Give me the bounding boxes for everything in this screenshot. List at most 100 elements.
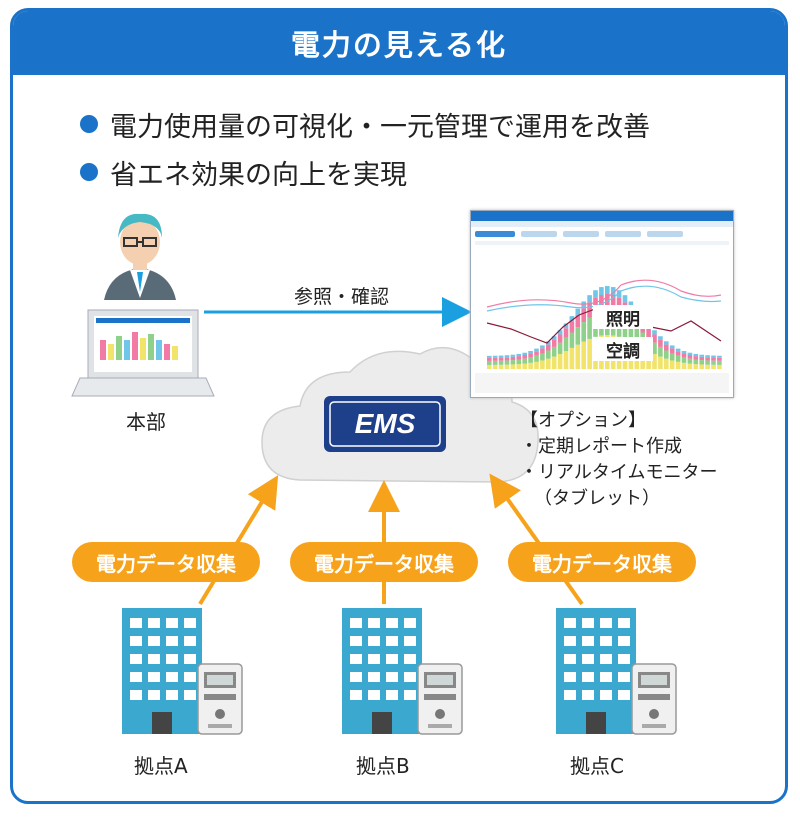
dashboard-graphic [471,211,733,393]
thumbnail-bar [669,353,675,361]
thumbnail-bar [575,308,581,315]
option-item: （タブレット） [534,488,660,509]
thumbnail-bar [634,327,640,345]
thumbnail-bar [699,360,704,365]
bullet-dot-icon [80,115,98,133]
thumbnail-bar [717,364,722,369]
dashboard-screenshot: 照明 空調 [470,210,734,398]
thumbnail-bar [498,364,504,369]
thumbnail-bar [664,358,669,369]
thumbnail-bar [687,352,693,356]
thumbnail-bar [540,348,545,354]
thumbnail-bar [510,354,516,357]
thumbnail-bar [699,364,704,369]
thumbnail-bar [575,327,581,345]
thumbnail-bar [669,345,675,349]
bullet-dot-icon [80,163,98,181]
thumbnail-bar [528,357,533,363]
thumbnail-bar [711,357,716,361]
thumbnail-bar [699,356,704,361]
thumbnail-bar [546,350,551,359]
building-icon [342,608,422,734]
thumbnail-bar [593,290,598,298]
thumbnail-bar [646,328,651,338]
thumbnail-bar [522,358,527,364]
thumbnail-bar [528,362,533,369]
thumbnail-bar [546,344,551,351]
thumbnail-bar [587,302,592,318]
thumbnail-bar [575,314,581,328]
thumbnail-bar [587,295,592,303]
thumbnail-bar [705,364,710,369]
thumbnail-bar [504,360,510,365]
thumbnail-bar [492,357,498,361]
thumbnail-bar [681,353,687,358]
thumbnail-bar [534,348,539,352]
thumbnail-bar [546,358,551,369]
option-item: ・リアルタイムモニター [520,462,718,483]
thumbnail-bar [522,363,527,369]
collect-badge-c: 電力データ収集 [508,542,696,582]
bullet-text: 省エネ効果の向上を実現 [110,159,407,191]
thumbnail-bar [705,357,710,361]
site-label-c: 拠点C [570,754,624,778]
thumbnail-bar [522,355,527,359]
thumbnail-bar [504,357,510,361]
option-header: 【オプション】 [520,410,646,431]
thumbnail-bar [487,364,492,369]
thumbnail-bar [510,360,516,365]
site-label-a: 拠点A [134,754,188,778]
thumbnail-bar [487,360,492,365]
thumbnail-bar [540,345,545,349]
thumbnail-bar [569,316,575,322]
thumbnail-bar [581,308,586,323]
thumbnail-bar [693,359,699,365]
collect-badge-b: 電力データ収集 [290,542,478,582]
thumbnail-bar [693,353,699,357]
page-title: 電力の見える化 [290,28,508,62]
diagram-frame: 電力の見える化 [10,8,788,804]
thumbnail-bar [669,360,675,369]
thumbnail-bar [658,356,663,369]
thumbnail-bar [563,323,569,329]
thumbnail-bar [628,322,634,342]
power-meter-icon [417,663,463,735]
thumbnail-bar [610,294,616,312]
thumbnail-bar [628,301,634,309]
thumbnail-bar [498,360,504,365]
thumbnail-bar [693,364,699,369]
thumbnail-bar [681,362,687,369]
thumbnail-bar [664,344,669,351]
arrow-label: 参照・確認 [294,286,390,308]
thumbnail-bar [504,355,510,358]
thumbnail-bar [622,295,628,303]
thumbnail-bar [563,337,569,352]
thumbnail-bar [487,355,492,358]
thumbnail-bar [492,355,498,358]
collect-badge-a: 電力データ収集 [72,542,260,582]
thumbnail-bar [658,339,663,347]
thumbnail-bar [711,364,716,369]
thumbnail-bar [534,351,539,356]
thumbnail-bar [605,286,610,294]
thumbnail-bar [587,338,592,369]
thumbnail-bar [492,364,498,369]
thumbnail-bar [534,361,539,369]
person-at-laptop-icon [71,213,215,397]
thumbnail-bar [675,355,681,362]
thumbnail-bar [610,287,616,295]
ems-label: EMS [354,408,416,439]
thumbnail-bar [516,359,522,365]
thumbnail-bar [664,350,669,359]
thumbnail-bar [652,353,657,369]
thumbnail-bar [540,360,545,369]
thumbnail-bar [717,360,722,365]
building-icon [122,608,202,734]
ems-box [324,396,446,452]
thumbnail-bar [504,364,510,369]
thumbnail-bar [605,294,610,311]
thumbnail-bar [557,342,563,354]
option-box: 【オプション】 ・定期レポート作成 ・リアルタイムモニター （タブレット） [520,408,717,512]
thumbnail-bar [669,348,675,354]
thumbnail-bar [581,301,586,309]
